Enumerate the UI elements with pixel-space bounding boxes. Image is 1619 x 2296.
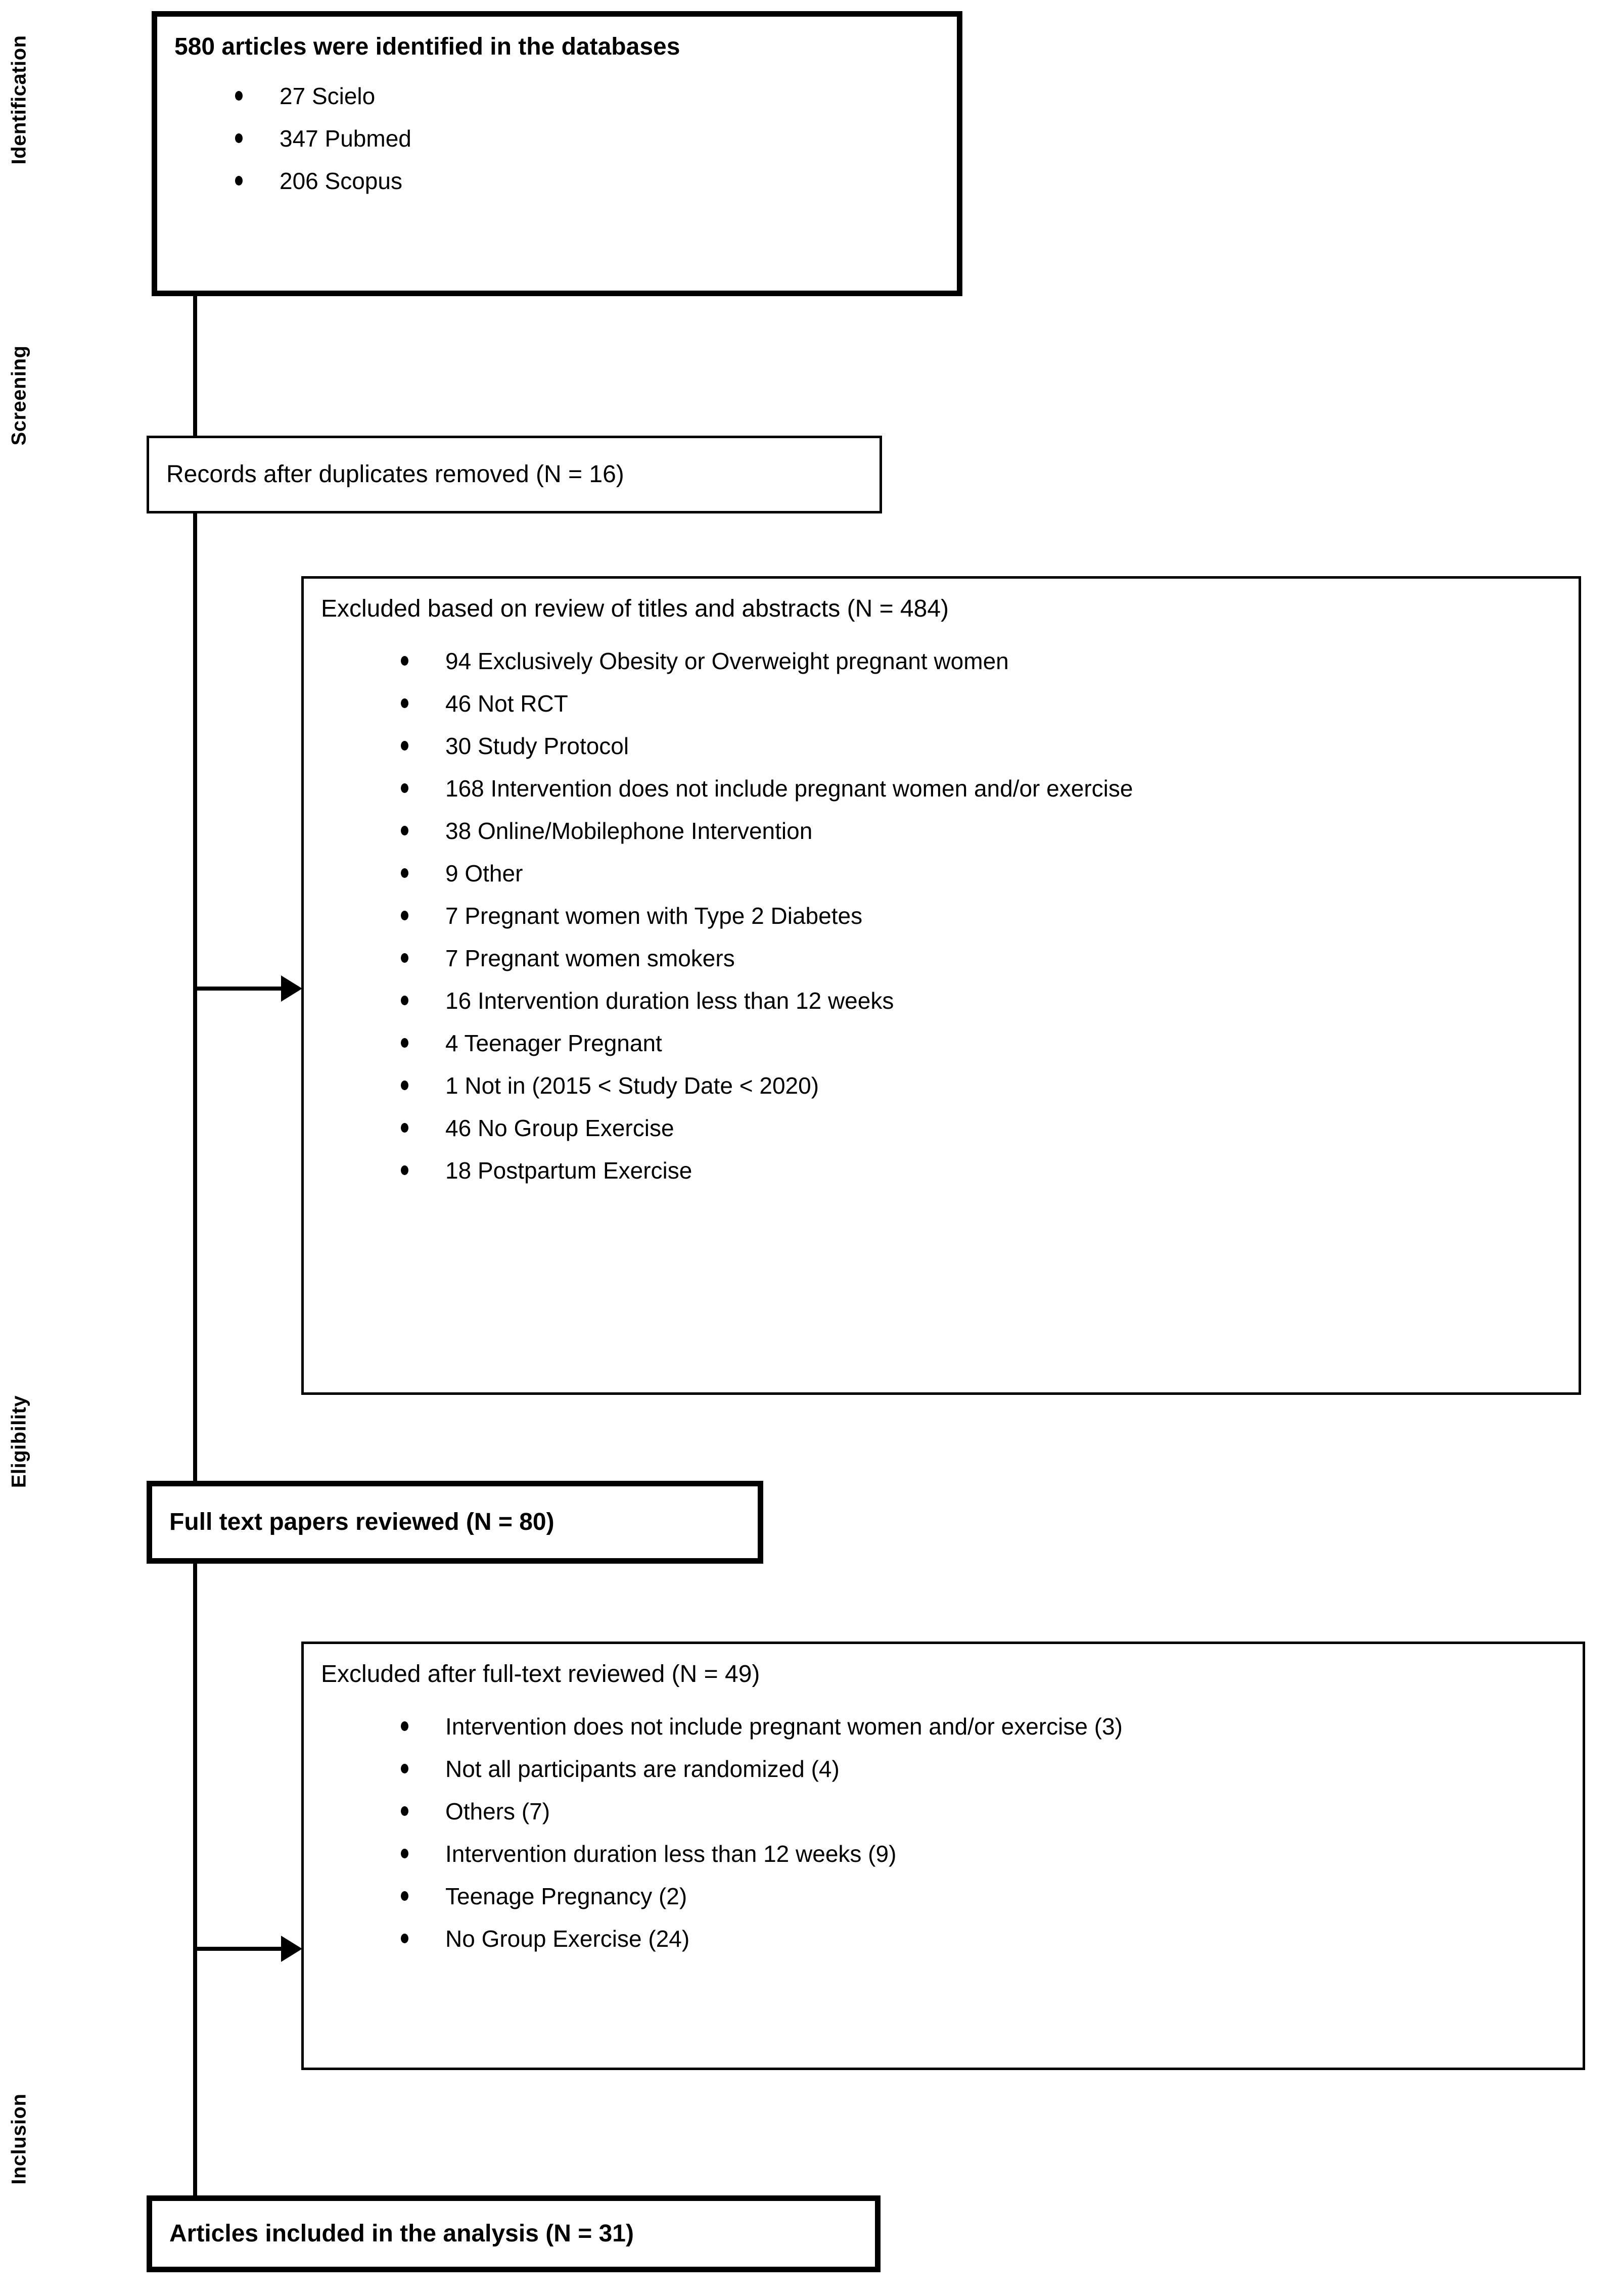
stage-label-inclusion: Inclusion xyxy=(8,2093,30,2185)
box-records-after-duplicates: Records after duplicates removed (N = 16… xyxy=(147,436,882,513)
box-excluded-titles-abstracts-title: Excluded based on review of titles and a… xyxy=(321,595,949,622)
arrowhead-excluded-titles xyxy=(281,975,302,1002)
box-excluded-full-text-list: Intervention does not include pregnant w… xyxy=(397,1715,1565,1950)
list-item: 168 Intervention does not include pregna… xyxy=(397,777,1561,800)
connector-fulltext-to-included xyxy=(193,1564,197,2197)
list-item: No Group Exercise (24) xyxy=(397,1927,1565,1950)
list-item: 38 Online/Mobilephone Intervention xyxy=(397,819,1561,842)
box-full-text-reviewed-title: Full text papers reviewed (N = 80) xyxy=(169,1509,554,1535)
list-item: 46 Not RCT xyxy=(397,692,1561,715)
box-articles-included-title: Articles included in the analysis (N = 3… xyxy=(169,2220,634,2247)
list-item: 347 Pubmed xyxy=(231,127,940,150)
list-item: 18 Postpartum Exercise xyxy=(397,1159,1561,1182)
list-item: 7 Pregnant women with Type 2 Diabetes xyxy=(397,904,1561,927)
box-excluded-titles-abstracts-list: 94 Exclusively Obesity or Overweight pre… xyxy=(397,649,1561,1182)
list-item: Others (7) xyxy=(397,1800,1565,1823)
list-item: 7 Pregnant women smokers xyxy=(397,947,1561,970)
arrowhead-excluded-fulltext xyxy=(281,1936,302,1962)
box-full-text-reviewed: Full text papers reviewed (N = 80) xyxy=(147,1481,763,1564)
list-item: 16 Intervention duration less than 12 we… xyxy=(397,989,1561,1012)
list-item: Not all participants are randomized (4) xyxy=(397,1757,1565,1780)
list-item: 4 Teenager Pregnant xyxy=(397,1032,1561,1055)
list-item: 1 Not in (2015 < Study Date < 2020) xyxy=(397,1074,1561,1097)
list-item: 94 Exclusively Obesity or Overweight pre… xyxy=(397,649,1561,673)
list-item: Teenage Pregnancy (2) xyxy=(397,1885,1565,1908)
box-articles-identified-title: 580 articles were identified in the data… xyxy=(174,33,680,60)
list-item: 206 Scopus xyxy=(231,169,940,193)
stage-label-eligibility: Eligibility xyxy=(8,1395,30,1488)
connector-branch-excluded-fulltext xyxy=(193,1947,284,1951)
stage-label-identification: Identification xyxy=(8,35,30,165)
box-excluded-titles-abstracts: Excluded based on review of titles and a… xyxy=(301,576,1581,1395)
box-articles-identified-list: 27 Scielo 347 Pubmed 206 Scopus xyxy=(231,84,940,193)
connector-identified-to-duplicates xyxy=(193,296,197,438)
box-articles-included: Articles included in the analysis (N = 3… xyxy=(147,2195,881,2272)
connector-branch-excluded-titles xyxy=(193,987,284,991)
connector-duplicates-to-fulltext xyxy=(193,513,197,1484)
list-item: 46 No Group Exercise xyxy=(397,1116,1561,1140)
box-excluded-full-text-title: Excluded after full-text reviewed (N = 4… xyxy=(321,1661,760,1688)
list-item: 27 Scielo xyxy=(231,84,940,108)
list-item: Intervention does not include pregnant w… xyxy=(397,1715,1565,1738)
list-item: Intervention duration less than 12 weeks… xyxy=(397,1842,1565,1865)
list-item: 30 Study Protocol xyxy=(397,734,1561,758)
list-item: 9 Other xyxy=(397,862,1561,885)
stage-label-screening: Screening xyxy=(8,345,30,446)
box-articles-identified: 580 articles were identified in the data… xyxy=(152,11,962,296)
box-records-after-duplicates-title: Records after duplicates removed (N = 16… xyxy=(166,461,624,488)
box-excluded-full-text: Excluded after full-text reviewed (N = 4… xyxy=(301,1642,1585,2070)
